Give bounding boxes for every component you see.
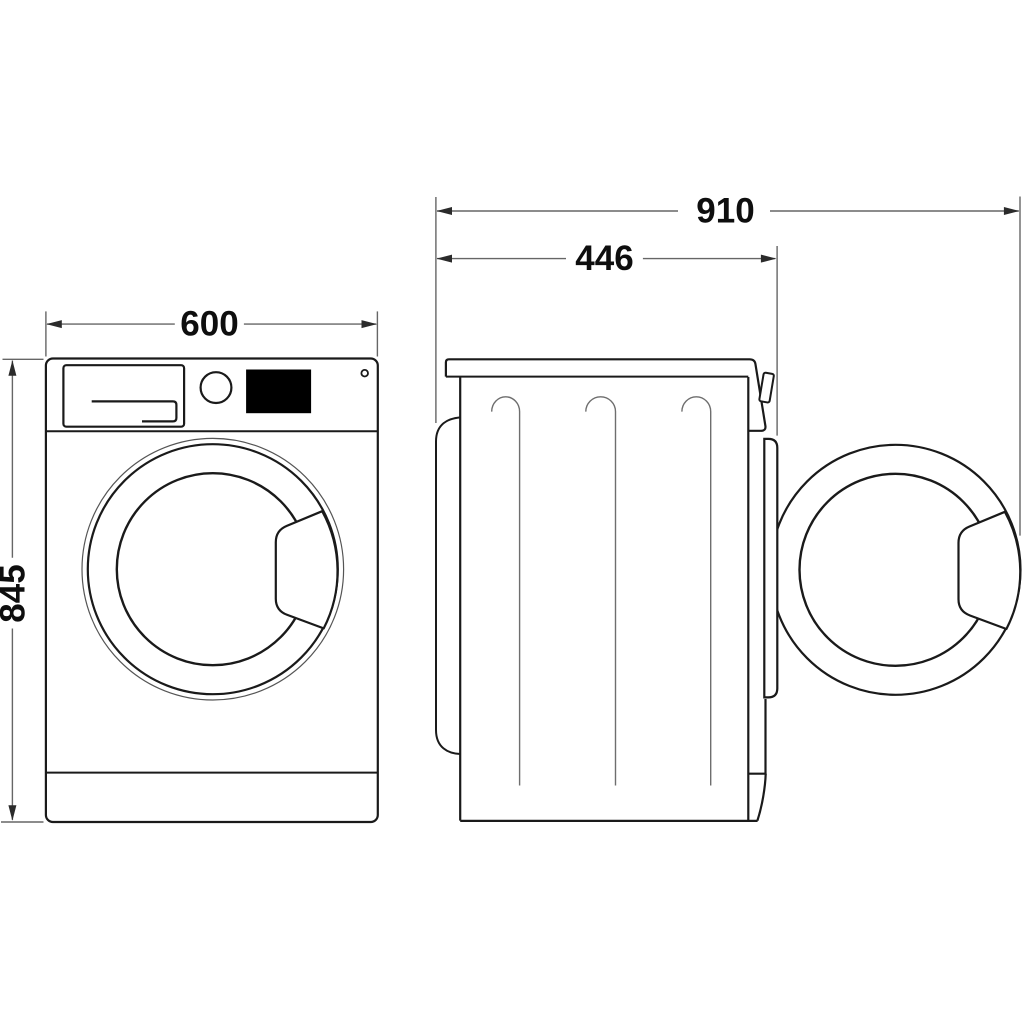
svg-text:845: 845 [0, 564, 32, 622]
svg-text:600: 600 [180, 305, 238, 344]
svg-text:446: 446 [575, 239, 633, 278]
svg-text:910: 910 [696, 192, 754, 231]
